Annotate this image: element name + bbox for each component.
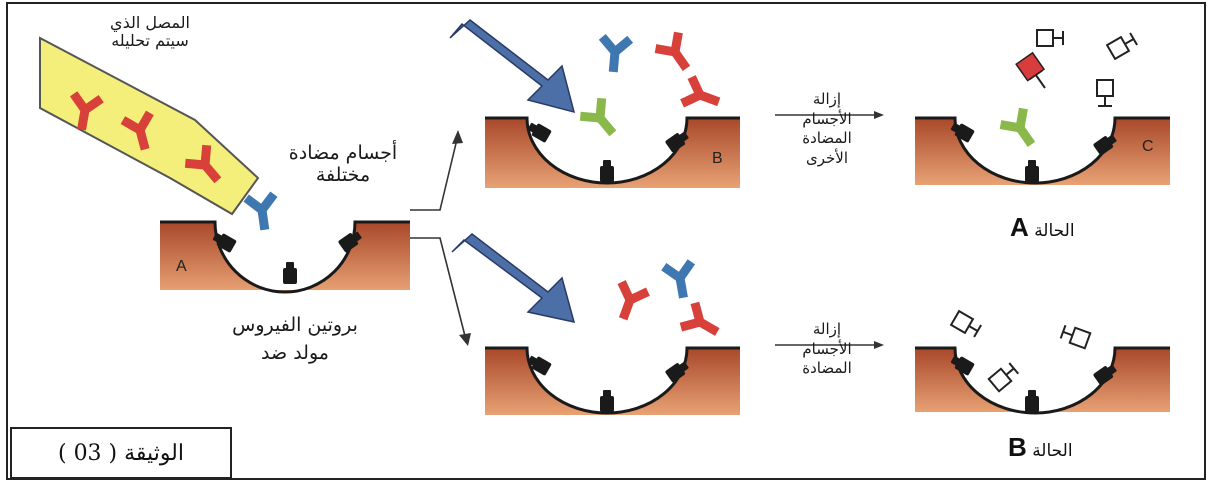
case-b-label: الحالة B xyxy=(1008,432,1073,463)
case-a-label: الحالة A xyxy=(1010,212,1075,243)
enzyme-ab-free-4 xyxy=(951,311,982,338)
case-b-letter: B xyxy=(1008,432,1027,462)
document-label: الوثيقة ( 03 ) xyxy=(58,441,184,466)
case-a-letter: A xyxy=(1010,212,1029,242)
removal-label-top: إزالة الأجسام المضادة الأخرى xyxy=(772,90,882,168)
serum-label: المصل الذي سيتم تحليله xyxy=(50,14,250,51)
red-antibody-bottom-1 xyxy=(610,282,648,324)
well-a xyxy=(160,222,410,292)
case-b-word: الحالة xyxy=(1032,441,1072,461)
enzyme-ab-free-1 xyxy=(1037,30,1063,46)
enzyme-ab-free-6 xyxy=(1060,324,1090,348)
enzyme-ab-free-2 xyxy=(1107,32,1138,59)
blue-antibody-bottom xyxy=(664,262,697,300)
well-bottom-right xyxy=(915,348,1170,413)
red-antibody-bottom-2 xyxy=(681,303,724,344)
enzyme-antibody-attached xyxy=(1016,53,1053,94)
case-a-word: الحالة xyxy=(1034,221,1074,241)
branch-arrow-bottom xyxy=(410,238,466,340)
blue-antibody-left xyxy=(246,194,278,232)
well-c xyxy=(915,118,1170,185)
green-antibody-b xyxy=(580,98,623,142)
document-label-box: الوثيقة ( 03 ) xyxy=(10,427,232,479)
blue-arrow-bottom xyxy=(452,234,574,322)
red-antibody-top-1 xyxy=(656,33,698,77)
virus-protein-label: بروتين الفيروس مولد ضد xyxy=(180,312,410,367)
well-c-letter: C xyxy=(1142,138,1154,156)
well-bottom-middle xyxy=(485,348,740,415)
green-antibody-c xyxy=(1001,109,1043,153)
blue-antibody-top xyxy=(599,37,630,73)
antibodies-label: أجسام مضادة مختلفة xyxy=(268,143,418,187)
enzyme-ab-free-5 xyxy=(989,362,1019,391)
removal-label-bottom: إزالة الأجسام المضادة xyxy=(772,320,882,379)
blue-arrow-top xyxy=(450,20,574,112)
enzyme-ab-free-3 xyxy=(1097,80,1113,106)
well-b-letter: B xyxy=(712,150,723,168)
well-a-letter: A xyxy=(176,258,187,276)
red-antibody-top-2 xyxy=(682,77,724,115)
serum-tube xyxy=(40,38,258,214)
